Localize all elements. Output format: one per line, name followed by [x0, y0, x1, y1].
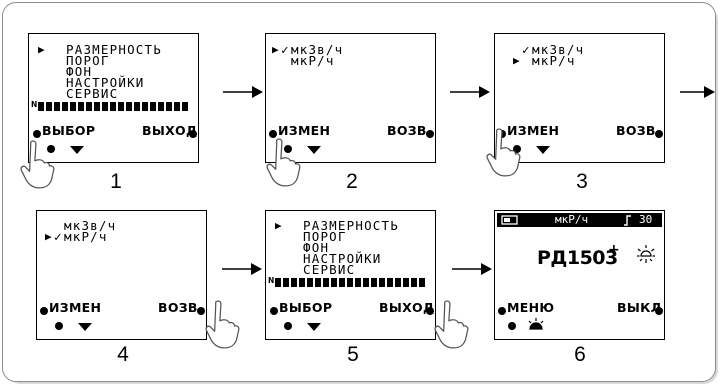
progress-bar — [275, 278, 427, 287]
unit-option: мкР/ч — [291, 53, 335, 68]
device-name: РД1503 — [537, 247, 618, 269]
exit-button-label[interactable]: ВЫХОД — [142, 123, 198, 138]
change-button-label[interactable]: ИЗМЕН — [49, 300, 102, 315]
flow-arrow-icon — [222, 263, 262, 275]
left-button-dot[interactable] — [40, 307, 48, 315]
check-mark-icon: ✓ — [522, 42, 531, 57]
down-key-icon — [78, 323, 92, 331]
right-button-dot[interactable] — [655, 130, 663, 138]
menu-item: ПОРОГ — [66, 53, 110, 68]
left-key-dot — [47, 145, 55, 153]
step-number: 3 — [576, 170, 588, 193]
step-number: 5 — [347, 343, 359, 366]
left-key-dot — [513, 145, 521, 153]
bar-label: N — [31, 100, 38, 109]
hand-press-icon — [266, 138, 301, 187]
flow-arrow-icon — [223, 86, 263, 98]
check-mark-icon: ✓ — [54, 229, 63, 244]
back-button-label[interactable]: ВОЗВ — [158, 300, 198, 315]
check-mark-icon: ✓ — [281, 42, 290, 57]
threshold-icon — [624, 215, 631, 226]
hand-press-icon — [486, 128, 521, 177]
down-key-icon — [307, 323, 321, 331]
select-button-label[interactable]: ВЫБОР — [279, 300, 333, 315]
menu-item: ФОН — [66, 64, 93, 79]
unit-option: мкЗв/ч — [532, 42, 585, 57]
pointer-arrow-icon: ▶ — [275, 219, 282, 232]
unit-option: мкР/ч — [64, 229, 108, 244]
right-button-dot[interactable] — [655, 307, 663, 315]
step-number: 6 — [574, 343, 586, 366]
back-button-label[interactable]: ВОЗВ — [616, 123, 656, 138]
flow-arrow-icon — [680, 86, 715, 98]
hand-press-icon — [205, 300, 240, 349]
menu-item: НАСТРОЙКИ — [66, 75, 145, 90]
off-button-label[interactable]: ВЫКЛ — [617, 300, 662, 315]
unit-option: мкЗв/ч — [64, 218, 117, 233]
left-key-dot — [284, 322, 292, 330]
pointer-arrow-icon: ▶ — [45, 230, 52, 243]
left-button-dot[interactable] — [269, 130, 277, 138]
sun-icon — [637, 245, 655, 263]
right-button-dot[interactable] — [189, 130, 197, 138]
threshold-value: 30 — [639, 213, 653, 226]
menu-item: РАЗМЕРНОСТЬ — [66, 42, 162, 57]
unit-readout: мкР/ч — [555, 213, 589, 226]
down-key-icon — [307, 146, 321, 154]
left-key-dot — [508, 322, 516, 330]
right-button-dot[interactable] — [426, 130, 434, 138]
step-number: 2 — [346, 170, 358, 193]
backlight-key-icon — [528, 318, 544, 330]
menu-item: СЕРВИС — [66, 86, 119, 101]
hand-press-icon — [434, 300, 469, 349]
left-button-dot[interactable] — [33, 130, 41, 138]
left-button-dot[interactable] — [498, 307, 506, 315]
flow-arrow-icon — [450, 86, 490, 98]
flow-arrow-icon — [452, 263, 492, 275]
menu-item: НАСТРОЙКИ — [303, 251, 382, 266]
screen-1-main-menu: ▶ РАЗМЕРНОСТЬ ПОРОГ ФОН НАСТРОЙКИ СЕРВИС… — [28, 33, 199, 163]
pointer-arrow-icon: ▶ — [272, 43, 279, 56]
down-key-icon — [70, 146, 84, 154]
menu-item: ПОРОГ — [303, 229, 347, 244]
screen-5-main-menu: ▶ РАЗМЕРНОСТЬ ПОРОГ ФОН НАСТРОЙКИ СЕРВИС… — [265, 210, 436, 340]
change-button-label[interactable]: ИЗМЕН — [278, 123, 331, 138]
back-button-label[interactable]: ВОЗВ — [387, 123, 427, 138]
menu-button-label[interactable]: МЕНЮ — [507, 300, 555, 315]
exit-button-label[interactable]: ВЫХОД — [379, 300, 435, 315]
right-button-dot[interactable] — [426, 307, 434, 315]
battery-icon — [501, 215, 518, 225]
menu-item: РАЗМЕРНОСТЬ — [303, 218, 399, 233]
progress-bar — [38, 102, 190, 111]
unit-option: мкР/ч — [532, 53, 576, 68]
pointer-arrow-icon: ▶ — [38, 43, 45, 56]
menu-item: ФОН — [303, 240, 330, 255]
bar-label: N — [268, 276, 275, 285]
screen-3-units: ✓ мкЗв/ч ▶ мкР/ч ИЗМЕН ВОЗВ — [494, 33, 665, 163]
menu-item: СЕРВИС — [303, 262, 356, 277]
hand-press-icon — [20, 140, 55, 189]
pointer-arrow-icon: ▶ — [513, 54, 520, 67]
step-number: 4 — [117, 343, 129, 366]
screen-6-home: мкР/ч 30 РД1503 + МЕНЮ ВЫКЛ — [494, 210, 665, 340]
right-button-dot[interactable] — [197, 307, 205, 315]
left-key-dot — [284, 145, 292, 153]
screen-2-units: ▶ ✓ мкЗв/ч мкР/ч ИЗМЕН ВОЗВ — [265, 33, 436, 163]
screen-4-units: мкЗв/ч ▶ ✓ мкР/ч ИЗМЕН ВОЗВ — [36, 210, 207, 340]
down-key-icon — [536, 146, 550, 154]
change-button-label[interactable]: ИЗМЕН — [507, 123, 560, 138]
device-plus: + — [608, 242, 621, 258]
select-button-label[interactable]: ВЫБОР — [42, 123, 96, 138]
step-number: 1 — [110, 170, 122, 193]
left-key-dot — [55, 322, 63, 330]
unit-option: мкЗв/ч — [291, 42, 344, 57]
status-bar: мкР/ч 30 — [497, 213, 662, 227]
left-button-dot[interactable] — [270, 307, 278, 315]
